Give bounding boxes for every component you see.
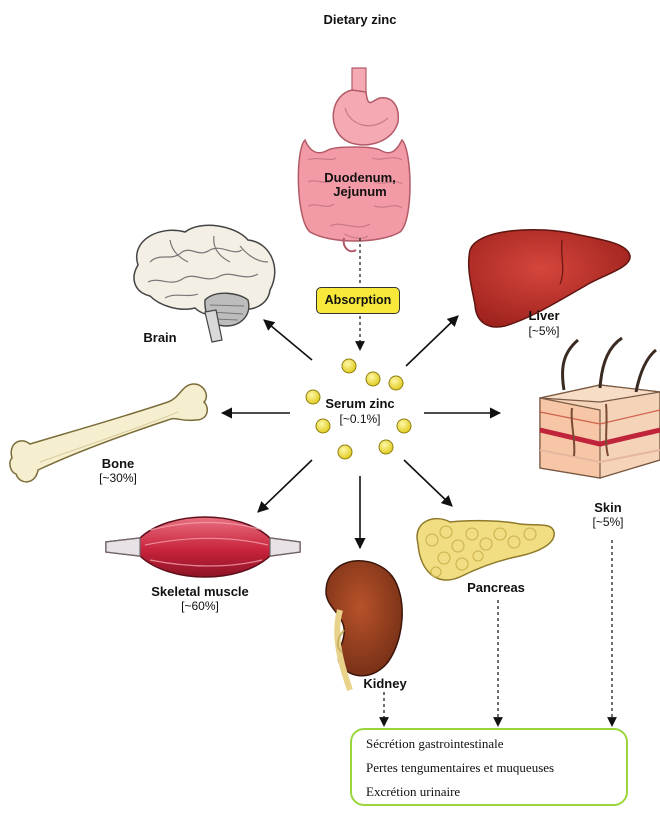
skeletal-muscle-percent: [~60%]	[120, 599, 280, 613]
kidney-icon	[326, 561, 402, 690]
serum-zinc-label: Serum zinc	[308, 396, 412, 411]
skeletal-muscle-label: Skeletal muscle	[120, 584, 280, 599]
zinc-particle	[342, 359, 356, 373]
excretion-outcomes-box: Sécrétion gastrointestinale Pertes tengu…	[350, 728, 628, 806]
outcome-urinary: Excrétion urinaire	[366, 784, 460, 800]
dietary-zinc-label: Dietary zinc	[300, 12, 420, 27]
bone-label: Bone	[88, 456, 148, 471]
distribution-arrows	[222, 316, 500, 548]
muscle-icon	[106, 517, 300, 577]
brain-icon	[134, 225, 275, 342]
arrow-to-brain	[264, 320, 312, 360]
arrow-to-pancreas	[404, 460, 452, 506]
absorption-badge: Absorption	[316, 287, 400, 314]
jejunum-label: Jejunum	[305, 184, 415, 199]
outcome-gastrointestinal: Sécrétion gastrointestinale	[366, 736, 504, 752]
skin-label: Skin	[578, 500, 638, 515]
zinc-particle	[366, 372, 380, 386]
duodenum-label: Duodenum,	[305, 170, 415, 185]
bone-percent: [~30%]	[88, 471, 148, 485]
zinc-particle	[389, 376, 403, 390]
skin-percent: [~5%]	[578, 515, 638, 529]
stomach-icon	[333, 68, 398, 145]
outcome-tegumentary: Pertes tengumentaires et muqueuses	[366, 760, 554, 776]
arrow-to-liver	[406, 316, 458, 366]
brain-label: Brain	[130, 330, 190, 345]
zinc-particle	[379, 440, 393, 454]
liver-percent: [~5%]	[514, 324, 574, 338]
zinc-particle	[338, 445, 352, 459]
pancreas-label: Pancreas	[454, 580, 538, 595]
skin-icon	[540, 338, 660, 478]
pancreas-icon	[417, 519, 554, 580]
arrow-to-muscle	[258, 460, 312, 512]
kidney-label: Kidney	[350, 676, 420, 691]
liver-label: Liver	[514, 308, 574, 323]
serum-zinc-percent: [~0.1%]	[308, 412, 412, 426]
